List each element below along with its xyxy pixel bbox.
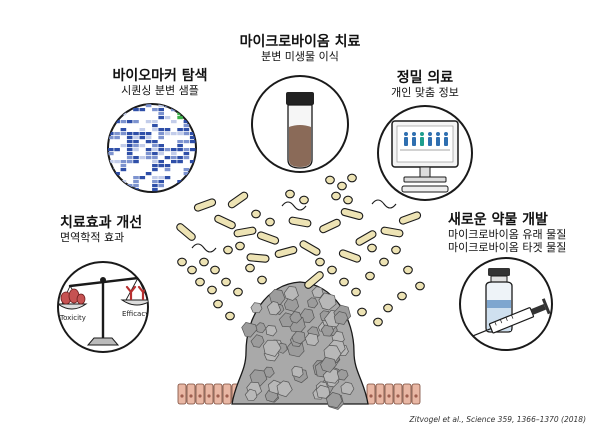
citation: Zitvogel et al., Science 359, 1366–1370 … — [409, 415, 586, 424]
biomarker-title: 바이오마커 탐색 — [112, 68, 208, 84]
tumor-icon — [231, 281, 369, 410]
efficacy-label: Efficacy — [122, 310, 149, 318]
new-drug-line1: 마이크로바이옴 유래 물질 — [448, 228, 567, 241]
new-drug-line2: 마이크로바이옴 타겟 물질 — [448, 241, 567, 254]
efficacy-label-group: 치료효과 개선 면역학적 효과 — [60, 215, 142, 244]
new-drug-title: 새로운 약물 개발 — [448, 212, 548, 228]
precision-medicine-title: 정밀 의료 — [396, 70, 454, 86]
balance-scale-icon: Toxicity Efficacy — [57, 261, 149, 353]
efficacy-subtitle: 면역학적 효과 — [60, 231, 125, 244]
toxicity-label: Toxicity — [59, 314, 86, 322]
biomarker-label: 바이오마커 탐색 시퀀싱 분변 샘플 — [112, 68, 207, 97]
monitor-icon — [377, 105, 473, 201]
stool-tube-icon — [251, 75, 349, 173]
heatmap-icon — [107, 103, 197, 193]
biomarker-subtitle: 시퀀싱 분변 샘플 — [121, 84, 199, 97]
new-drug-label: 새로운 약물 개발 마이크로바이옴 유래 물질 마이크로바이옴 타겟 물질 — [448, 212, 566, 254]
efficacy-title: 치료효과 개선 — [60, 215, 143, 231]
microbiome-therapy-label: 마이크로바이옴 치료 분변 미생물 이식 — [240, 34, 361, 63]
precision-medicine-subtitle: 개인 맞춤 정보 — [391, 86, 459, 99]
precision-medicine-label: 정밀 의료 개인 맞춤 정보 — [391, 70, 459, 99]
vial-syringe-icon — [459, 257, 553, 351]
microbiome-therapy-subtitle: 분변 미생물 이식 — [261, 50, 339, 63]
microbiome-therapy-title: 마이크로바이옴 치료 — [239, 34, 361, 50]
bacteria-icon — [176, 173, 425, 327]
